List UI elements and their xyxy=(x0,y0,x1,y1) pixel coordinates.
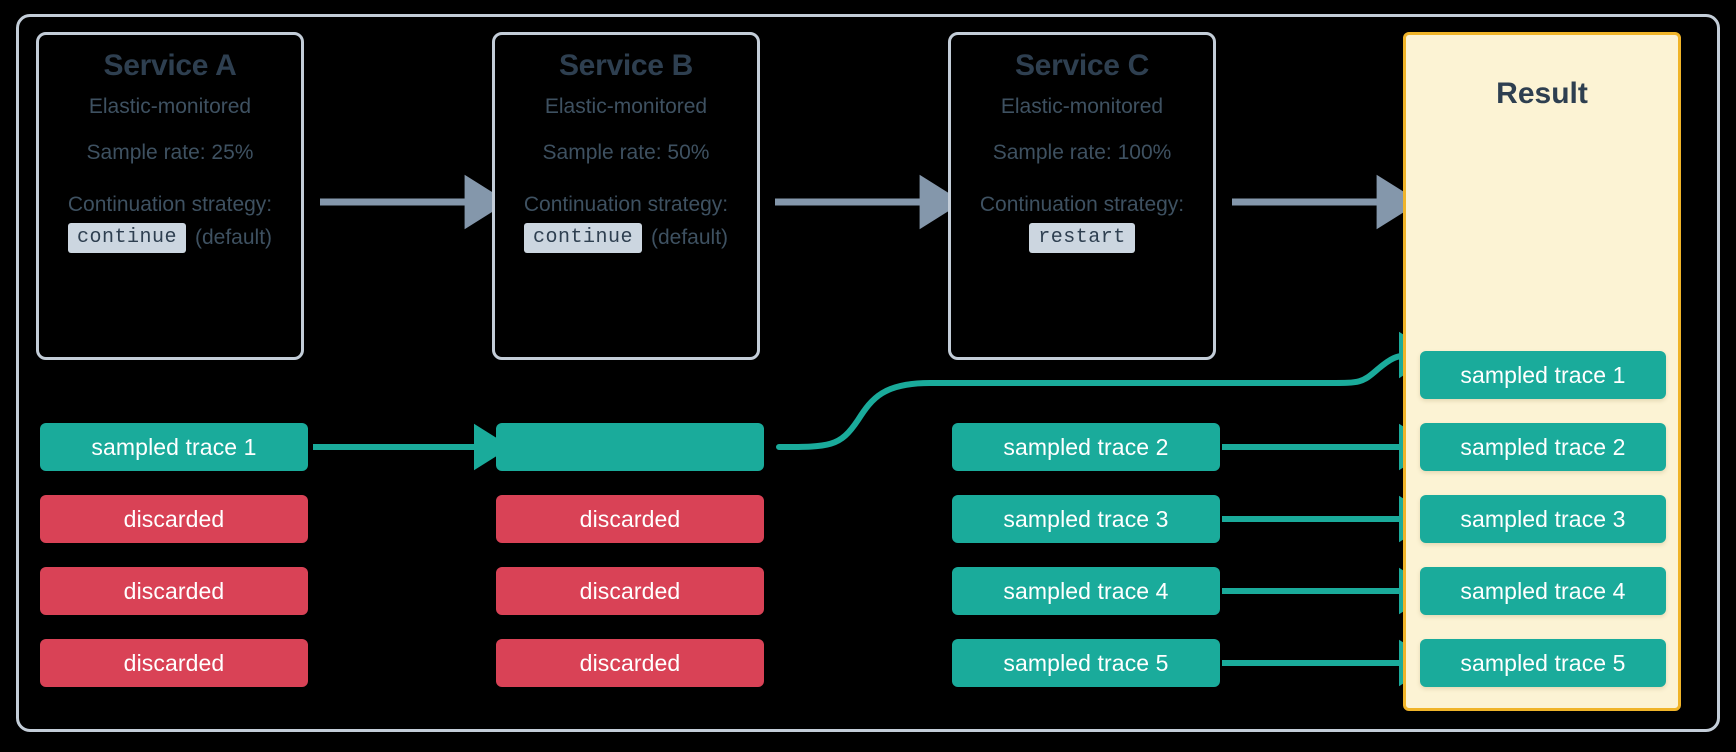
trace-pill-b-3: discarded xyxy=(496,567,764,615)
trace-pill-result-2: sampled trace 2 xyxy=(1420,423,1666,471)
service-card-service-b: Service B Elastic-monitored Sample rate:… xyxy=(492,32,760,360)
trace-pill-result-3-label: sampled trace 3 xyxy=(1460,505,1626,532)
trace-pill-b-3-label: discarded xyxy=(579,577,681,604)
trace-pill-c-2: sampled trace 3 xyxy=(952,495,1220,543)
service-b-title: Service B xyxy=(558,49,694,82)
trace-pill-c-3: sampled trace 4 xyxy=(952,567,1220,615)
service-b-strategy-note: (default) xyxy=(650,225,729,249)
trace-pill-a-3-label: discarded xyxy=(123,577,225,604)
service-b-strategy-label: Continuation strategy: xyxy=(523,193,729,216)
trace-pill-b-2: discarded xyxy=(496,495,764,543)
trace-pill-b-2-label: discarded xyxy=(579,505,681,532)
service-a-title: Service A xyxy=(103,49,237,82)
trace-pill-b-1 xyxy=(496,423,764,471)
service-a-subtitle: Elastic-monitored xyxy=(88,95,252,118)
service-a-sample-rate: Sample rate: 25% xyxy=(86,141,254,164)
trace-pill-result-4-label: sampled trace 4 xyxy=(1460,577,1626,604)
service-c-subtitle: Elastic-monitored xyxy=(1000,95,1164,118)
service-c-strategy-row: restart xyxy=(1029,222,1135,253)
trace-pill-result-5: sampled trace 5 xyxy=(1420,639,1666,687)
trace-pill-a-4-label: discarded xyxy=(123,649,225,676)
trace-pill-result-1: sampled trace 1 xyxy=(1420,351,1666,399)
service-a-strategy-label: Continuation strategy: xyxy=(67,193,273,216)
trace-pill-c-1: sampled trace 2 xyxy=(952,423,1220,471)
trace-pill-a-3: discarded xyxy=(40,567,308,615)
trace-pill-a-1-label: sampled trace 1 xyxy=(91,433,257,460)
trace-pill-b-4: discarded xyxy=(496,639,764,687)
service-c-strategy-badge: restart xyxy=(1029,222,1135,253)
trace-pill-result-4: sampled trace 4 xyxy=(1420,567,1666,615)
service-b-subtitle: Elastic-monitored xyxy=(544,95,708,118)
service-a-strategy-row: continue (default) xyxy=(67,222,273,253)
trace-pill-c-4-label: sampled trace 5 xyxy=(1003,649,1169,676)
trace-pill-result-1-label: sampled trace 1 xyxy=(1460,361,1626,388)
service-c-title: Service C xyxy=(1014,49,1150,82)
service-a-strategy-note: (default) xyxy=(194,225,273,249)
trace-pill-c-2-label: sampled trace 3 xyxy=(1003,505,1169,532)
service-b-strategy-row: continue (default) xyxy=(523,222,729,253)
service-card-service-a: Service A Elastic-monitored Sample rate:… xyxy=(36,32,304,360)
trace-pill-b-4-label: discarded xyxy=(579,649,681,676)
trace-pill-result-3: sampled trace 3 xyxy=(1420,495,1666,543)
trace-pill-a-1: sampled trace 1 xyxy=(40,423,308,471)
trace-pill-a-2-label: discarded xyxy=(123,505,225,532)
trace-pill-c-1-label: sampled trace 2 xyxy=(1003,433,1169,460)
service-b-strategy-badge: continue xyxy=(523,222,642,253)
trace-pill-a-2: discarded xyxy=(40,495,308,543)
service-b-sample-rate: Sample rate: 50% xyxy=(542,141,710,164)
result-title: Result xyxy=(1496,77,1588,110)
service-card-service-c: Service C Elastic-monitored Sample rate:… xyxy=(948,32,1216,360)
service-c-strategy-label: Continuation strategy: xyxy=(979,193,1185,216)
trace-pill-result-5-label: sampled trace 5 xyxy=(1460,649,1626,676)
service-c-sample-rate: Sample rate: 100% xyxy=(992,141,1172,164)
trace-pill-result-2-label: sampled trace 2 xyxy=(1460,433,1626,460)
trace-pill-c-4: sampled trace 5 xyxy=(952,639,1220,687)
service-a-strategy-badge: continue xyxy=(67,222,186,253)
trace-pill-c-3-label: sampled trace 4 xyxy=(1003,577,1169,604)
trace-pill-a-4: discarded xyxy=(40,639,308,687)
